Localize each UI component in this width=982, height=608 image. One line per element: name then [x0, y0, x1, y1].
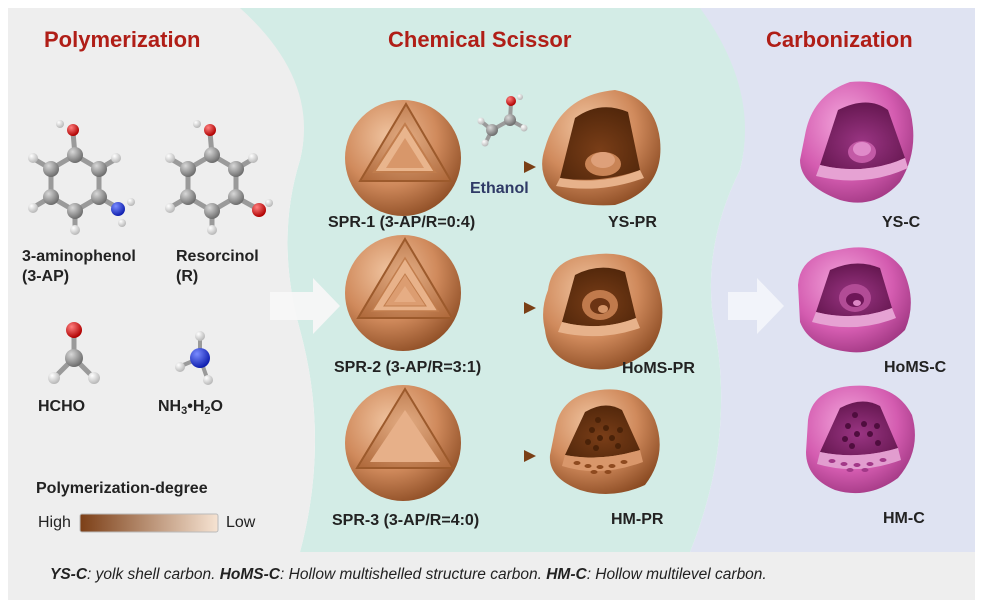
reaction-arrow-3 — [478, 450, 536, 462]
caption-desc-ys-c: : yolk shell carbon. — [87, 566, 220, 583]
ammonia-label: NH3•H2O — [158, 398, 223, 417]
section-title-carbonization: Carbonization — [766, 27, 913, 52]
resorcinol-name: Resorcinol — [176, 248, 259, 265]
ammonia-molecule — [175, 331, 213, 385]
legend-title: Polymerization-degree — [36, 480, 208, 497]
ethanol-label: Ethanol — [470, 180, 529, 197]
sphere-spr-3 — [345, 385, 461, 501]
caption-desc-homs-c: : Hollow multishelled structure carbon. — [280, 566, 547, 583]
ammonia-nh: NH — [158, 398, 182, 415]
sphere-spr-1 — [345, 100, 461, 216]
aminophenol-label: 3-aminophenol (3-AP) — [22, 247, 136, 287]
caption-desc-hm-c: : Hollow multilevel carbon. — [586, 566, 767, 583]
resorcinol-abbr: (R) — [176, 268, 199, 285]
hm-pr-particle — [549, 389, 660, 494]
hcho-label: HCHO — [38, 398, 86, 415]
ammonia-sub2: 2 — [204, 405, 211, 417]
polymer-label-2: HoMS-PR — [622, 360, 695, 377]
legend-high-label: High — [38, 514, 71, 531]
ethanol-molecule — [477, 94, 528, 147]
hcho-molecule — [48, 322, 100, 384]
aminophenol-abbr: (3-AP) — [22, 268, 70, 285]
caption-term-homs-c: HoMS-C — [219, 566, 281, 583]
hm-c-particle — [806, 385, 915, 494]
reaction-arrow-1 — [470, 161, 536, 173]
aminophenol-name: 3-aminophenol — [22, 248, 136, 265]
section-title-chemical-scissor: Chemical Scissor — [388, 27, 572, 52]
caption-term-hm-c: HM-C — [546, 566, 587, 583]
carbon-label-2: HoMS-C — [884, 359, 947, 376]
polymer-label-3: HM-PR — [611, 511, 664, 528]
ys-c-particle — [800, 81, 914, 203]
legend-gradient-bar — [79, 513, 219, 533]
carbon-label-3: HM-C — [883, 510, 925, 527]
carbon-label-1: YS-C — [882, 214, 921, 231]
ammonia-o: O — [210, 398, 223, 415]
resorcinol-molecule — [165, 120, 273, 235]
precursor-label-3: SPR-3 (3-AP/R=4:0) — [332, 512, 480, 529]
ammonia-dot-h: •H — [187, 398, 205, 415]
homs-c-particle — [798, 247, 911, 353]
reaction-arrow-2 — [478, 302, 536, 314]
precursor-label-2: SPR-2 (3-AP/R=3:1) — [334, 359, 482, 376]
polymer-label-1: YS-PR — [608, 214, 657, 231]
figure-caption: YS-C: yolk shell carbon. HoMS-C: Hollow … — [50, 566, 767, 584]
resorcinol-label: Resorcinol (R) — [176, 247, 259, 287]
aminophenol-molecule — [28, 120, 135, 235]
panel-left — [8, 8, 315, 552]
legend-low-label: Low — [226, 514, 256, 531]
homs-pr-particle — [543, 253, 663, 370]
caption-band — [8, 552, 975, 600]
ys-pr-particle — [542, 90, 661, 206]
precursor-label-1: SPR-1 (3-AP/R=0:4) — [328, 214, 476, 231]
stage-arrow-2 — [728, 278, 784, 334]
sphere-spr-2 — [345, 235, 461, 351]
caption-term-ys-c: YS-C — [50, 566, 88, 583]
ammonia-sub1: 3 — [181, 405, 188, 417]
section-title-polymerization: Polymerization — [44, 27, 201, 52]
stage-arrow-1 — [270, 278, 340, 334]
